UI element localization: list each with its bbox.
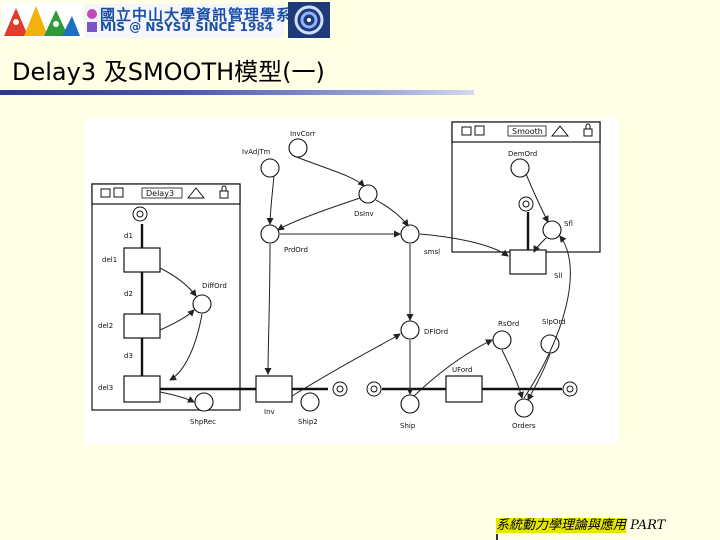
label-ship: Ship <box>400 422 416 430</box>
stock-del2 <box>123 313 161 339</box>
delay3-window-title: Delay3 <box>146 189 174 198</box>
label-d2: d2 <box>124 290 133 298</box>
label-inv: Inv <box>264 408 275 416</box>
label-orders: Orders <box>512 422 536 430</box>
label-del2: del2 <box>98 322 113 330</box>
footer-course-title: 系統動力學理論與應用 <box>496 518 627 533</box>
stella-diagram: Delay3 Smooth del1 del2 del3 Inv U <box>84 118 618 444</box>
stock-inv <box>255 375 293 403</box>
slide-title: Delay3 及SMOOTH模型(一) <box>12 58 325 86</box>
label-d1: d1 <box>124 232 133 240</box>
label-del1: del1 <box>102 256 117 264</box>
footer-page-number <box>496 534 498 540</box>
footer-part: PART <box>630 518 666 533</box>
label-dfl-ord: DFlOrd <box>424 328 448 336</box>
label-del3: del3 <box>98 384 113 392</box>
banner-subtitle: MIS @ NSYSU SINCE 1984 <box>100 20 274 34</box>
label-inv-corr: InvCorr <box>290 130 316 138</box>
label-prd-ord: PrdOrd <box>284 246 308 254</box>
stock-del3 <box>123 375 161 403</box>
label-dsinv: DsInv <box>354 210 374 218</box>
label-ship2: Ship2 <box>298 418 318 426</box>
label-dmnd-ord: DemOrd <box>508 150 537 158</box>
label-smsl: smsl <box>424 248 440 256</box>
footer-caption: 系統動力學理論與應用 PART <box>496 514 665 533</box>
smooth-window-title: Smooth <box>512 127 543 136</box>
label-d3: d3 <box>124 352 133 360</box>
banner-title: 國立中山大學資訊管理學系 <box>100 6 293 24</box>
converters <box>192 138 562 418</box>
delay3-window: Delay3 <box>91 183 241 411</box>
label-slp-ord: SlpOrd <box>542 318 566 326</box>
connectors <box>159 155 571 403</box>
cloud-sources <box>132 196 578 397</box>
label-iv-adj-tm: IvAdjTm <box>242 148 271 156</box>
label-ship-rec: ShpRec <box>190 418 216 426</box>
swirl-logo-icon <box>288 2 330 38</box>
label-sll: Sll <box>554 272 562 280</box>
banner-background <box>84 4 284 38</box>
diagram-canvas: Delay3 Smooth del1 del2 del3 Inv U <box>91 121 601 430</box>
stock-del1 <box>123 247 161 273</box>
label-rs-ord: RsOrd <box>498 320 519 328</box>
flow-pipes <box>140 212 562 391</box>
label-diff-ord: DiffOrd <box>202 282 227 290</box>
smooth-window: Smooth <box>451 121 601 253</box>
stock-sll <box>509 249 547 275</box>
label-sfl: Sfl <box>564 220 573 228</box>
header-bar: 國立中山大學資訊管理學系 MIS @ NSYSU SINCE 1984 <box>0 0 720 42</box>
school-logo-icon <box>2 2 82 38</box>
stock-uford <box>445 375 483 403</box>
label-uford: UFord <box>452 366 472 374</box>
title-underline <box>0 90 474 95</box>
